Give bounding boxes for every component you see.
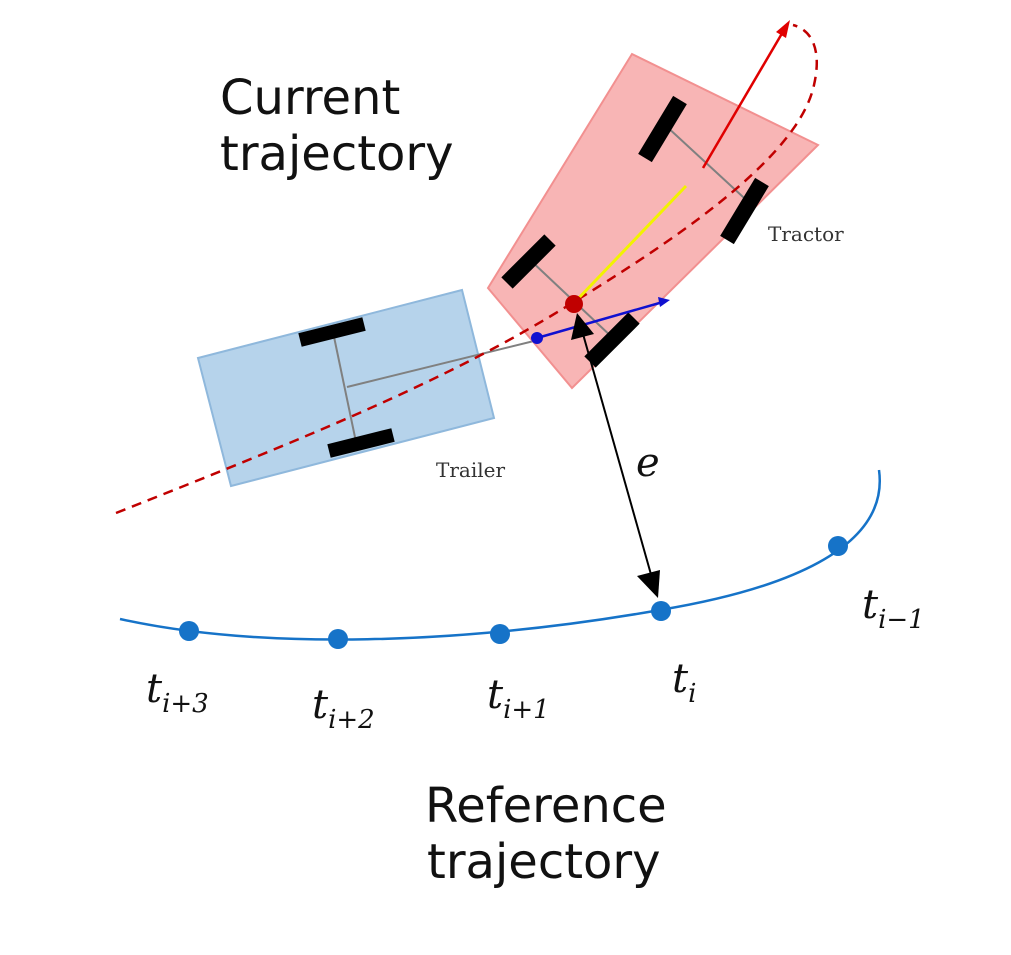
trailer-body: [196, 288, 496, 488]
tractor-wheel-front-right: [720, 177, 769, 245]
reference-trajectory-label: Reference trajectory: [425, 778, 667, 890]
tractor-wheel-rear-left: [501, 234, 556, 289]
heading-arrow: [701, 29, 786, 169]
error-arrow-head-top: [571, 313, 594, 340]
reference-trajectory-curve: [119, 469, 881, 641]
error-arrow-line: [582, 333, 653, 579]
tractor-axis-arrow: [572, 184, 688, 305]
waypoint-t-i-plus-2: [328, 629, 348, 649]
trailer: [196, 288, 539, 488]
error-arrow-head-bottom: [637, 570, 660, 598]
trailer-wheel-top: [298, 317, 366, 347]
time-label-t-i-plus-1: ti+1: [487, 672, 550, 725]
tractor-label: Tractor: [768, 222, 844, 246]
hitch-point: [531, 332, 543, 344]
trailer-label: Trailer: [436, 458, 506, 482]
tractor-front-axle: [664, 124, 756, 209]
tractor-reference-point: [565, 295, 583, 313]
error-label: e: [636, 440, 660, 486]
heading-arrow-head: [776, 20, 790, 38]
current-trajectory-label-line2: trajectory: [220, 126, 454, 182]
trailer-drawbar: [346, 339, 539, 388]
waypoint-t-i-plus-3: [179, 621, 199, 641]
time-label-t-i-plus-2: ti+2: [312, 682, 375, 735]
reference-trajectory-label-line1: Reference: [425, 778, 667, 834]
tractor-wheel-rear-right: [584, 312, 640, 368]
current-trajectory-curve: [115, 23, 819, 515]
time-label-t-i-plus-3: ti+3: [146, 666, 209, 719]
tractor-wheel-front-left: [638, 95, 687, 163]
hitch-vector-head: [658, 297, 670, 307]
time-label-t-i: ti: [672, 656, 697, 709]
current-trajectory-label: Current trajectory: [220, 70, 454, 182]
current-trajectory-label-line1: Current: [220, 70, 401, 126]
waypoint-t-i-plus-1: [490, 624, 510, 644]
trailer-wheel-bottom: [327, 428, 395, 458]
reference-trajectory-label-line2: trajectory: [427, 834, 661, 890]
waypoint-t-i: [651, 601, 671, 621]
waypoint-t-i-minus-1: [828, 536, 848, 556]
time-label-t-i-minus-1: ti−1: [862, 582, 925, 635]
hitch-vector: [536, 300, 664, 340]
trailer-axle: [332, 331, 357, 443]
